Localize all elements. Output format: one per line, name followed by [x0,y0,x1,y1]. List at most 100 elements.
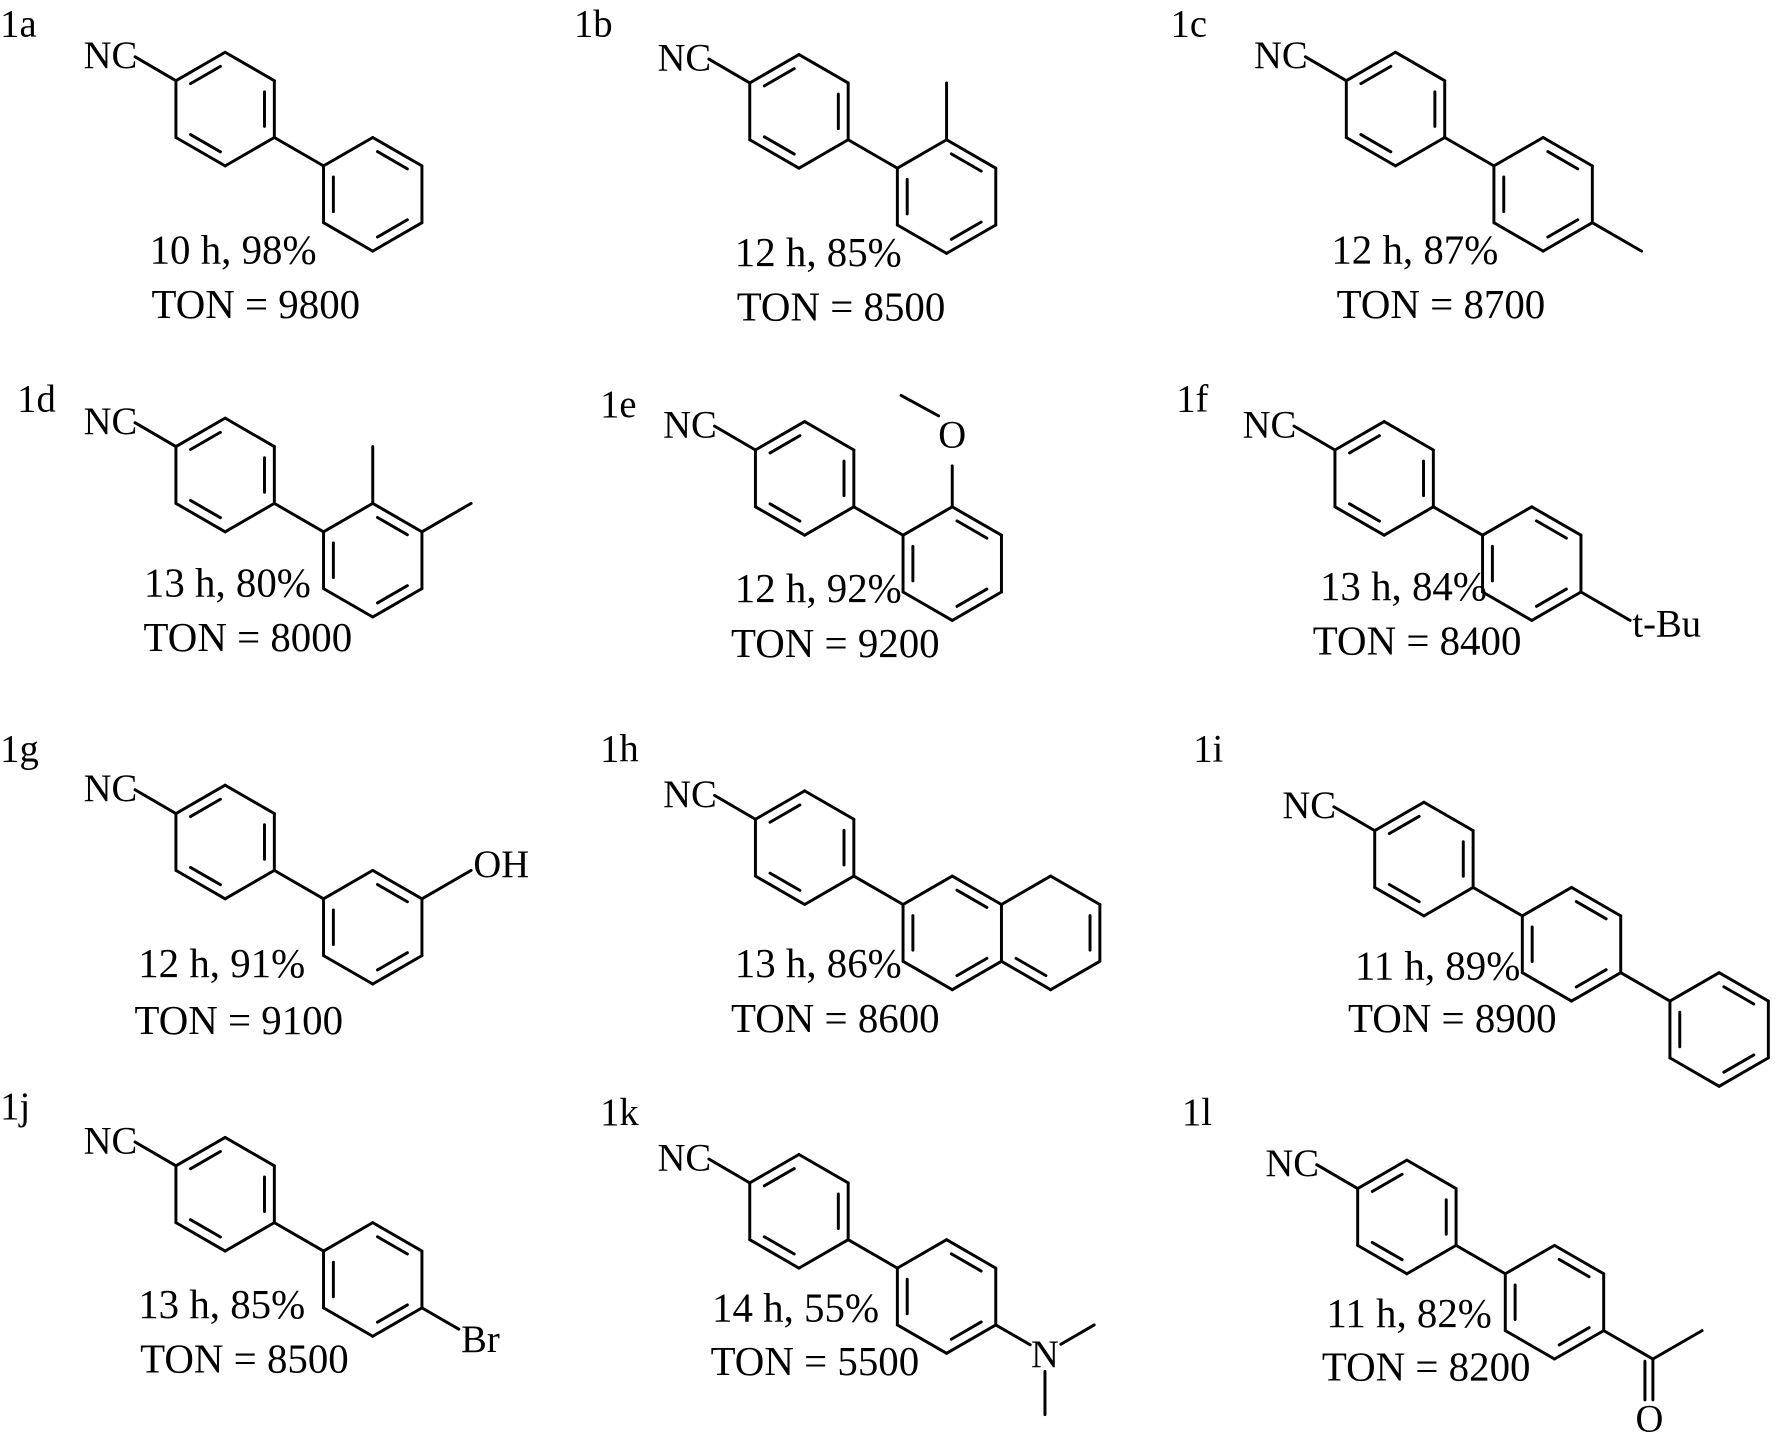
double-bond [1546,218,1580,239]
ton-text: TON = 5500 [711,1339,920,1384]
methyl-bond [1590,221,1644,253]
biaryl-bond [272,868,326,901]
ton-text: TON = 8000 [144,615,353,660]
amine-bond [994,1323,1032,1347]
bond [322,868,375,901]
hydroxyl-label: OH [473,844,529,886]
bond [1492,221,1545,253]
time-yield-text: 12 h, 87% [1331,228,1498,273]
bond [895,1323,949,1355]
bond [1481,505,1534,537]
bond [1553,1243,1606,1276]
double-bond [1387,814,1421,836]
compound-label: 1j [0,1086,30,1128]
time-yield-text: 11 h, 82% [1326,1291,1491,1336]
nitrile-group-label: NC [657,37,711,79]
nitrile-group-label: NC [1243,404,1297,446]
ton-text: TON = 8900 [1348,996,1557,1041]
bond [1405,1158,1458,1191]
bond [223,1221,276,1253]
bond [1422,885,1475,918]
double-bond [1535,587,1568,608]
double-bond [1546,150,1580,171]
double-bond [762,1167,796,1188]
benzene-ring [1492,136,1594,253]
bond [1394,50,1447,83]
benzene-ring [1344,50,1447,168]
bond [1530,590,1583,622]
bond [1541,136,1594,168]
double-bond [1574,900,1608,921]
double-bond [768,803,802,824]
bond [1717,971,1770,1003]
benzene-ring [322,136,424,253]
nitrile-bond [1292,424,1337,452]
nitrile-bond [713,793,757,821]
double-bond [189,64,222,86]
benzene-ring [748,1152,850,1270]
nitrile-bond [1303,55,1348,83]
nitrile-bond [713,424,757,452]
nitrile-group-label: NC [84,401,138,443]
double-bond [1348,502,1381,523]
benzene-ring [322,868,424,986]
nitrile-bond [133,1140,178,1168]
double-bond [768,502,802,523]
time-yield-text: 13 h, 80% [144,561,311,606]
bond [223,1135,276,1168]
double-bond [762,67,796,88]
bond [174,1135,227,1168]
biaryl-bond [1443,136,1496,168]
nitrile-bond [707,1157,752,1185]
time-yield-text: 11 h, 89% [1355,943,1520,988]
ton-text: TON = 9200 [731,621,940,666]
nitrile-group-label: NC [1265,1143,1319,1185]
nitrile-bond [707,57,752,85]
double-bond [1014,956,1048,978]
nitrile-group-label: NC [1282,785,1336,827]
double-bond [1574,968,1608,989]
nitrile-group-label: NC [84,1120,138,1162]
time-yield-text: 13 h, 85% [138,1282,305,1327]
ton-text: TON = 8200 [1322,1345,1531,1390]
double-bond [1359,133,1393,154]
benzene-ring [322,501,424,619]
benzene-ring [1356,1158,1458,1276]
biaryl-bond [1471,885,1524,918]
nitrile-group-label: NC [657,1137,711,1179]
bond [1422,800,1475,833]
double-bond [1387,883,1421,904]
double-bond [375,150,409,171]
benzene-ring [901,874,1003,992]
nitrile-bond [133,421,178,449]
bond [1520,971,1574,1003]
bond [322,221,375,253]
benzene-ring [1481,505,1583,622]
double-bond [189,797,222,819]
bond [174,136,227,168]
bond [753,505,807,537]
bond [895,138,949,170]
time-yield-text: 12 h, 92% [735,566,902,611]
double-bond [1722,985,1756,1006]
ton-text: TON = 8500 [737,284,946,329]
benzene-ring [174,783,276,901]
biaryl-bond [272,501,326,534]
compound-1d: 1d 13 h, 80% TON = 8000 NC [17,378,473,660]
benzene-ring [895,1238,998,1355]
compound-label: 1d [17,378,56,420]
bond [945,1238,998,1270]
bond [1570,885,1623,918]
bond [1541,221,1594,253]
bond [223,416,276,449]
double-bond [375,1303,409,1324]
benzene-ring [1668,971,1770,1088]
bond [1049,874,1102,906]
bond [1382,420,1435,452]
biaryl-bond [846,138,899,170]
bond [803,874,856,906]
biaryl-bond [852,874,905,906]
bond [901,959,954,992]
